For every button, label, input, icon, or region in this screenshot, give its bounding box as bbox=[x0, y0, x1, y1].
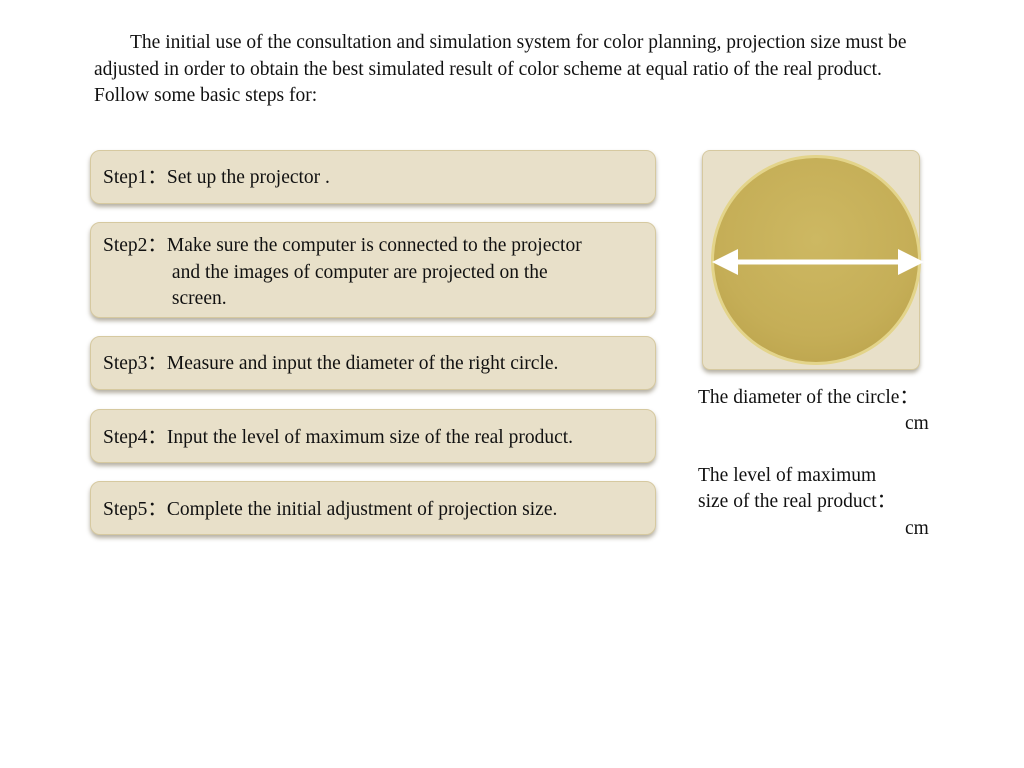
step-text: Input the level of maximum size of the r… bbox=[166, 427, 574, 448]
max-size-unit: cm bbox=[905, 518, 929, 539]
diameter-label: The diameter of the circle： bbox=[698, 387, 919, 408]
step-5-box: Step5： Complete the initial adjustment o… bbox=[90, 481, 656, 535]
step-text: Set up the projector . bbox=[166, 167, 330, 188]
diameter-unit: cm bbox=[905, 413, 929, 434]
step-label: Step4： bbox=[103, 427, 167, 448]
step-label: Step2： bbox=[103, 235, 167, 256]
intro-text: The initial use of the consultation and … bbox=[94, 30, 914, 110]
step-label: Step1： bbox=[103, 167, 167, 188]
step-2-box: Step2： Make sure the computer is connect… bbox=[90, 222, 656, 318]
step-4-box: Step4： Input the level of maximum size o… bbox=[90, 409, 656, 463]
step-1-box: Step1： Set up the projector . bbox=[90, 150, 656, 204]
step-text-line: Make sure the computer is connected to t… bbox=[166, 235, 582, 256]
step-3-box: Step3： Measure and input the diameter of… bbox=[90, 336, 656, 390]
max-size-label-line-2: size of the real product： bbox=[698, 491, 897, 512]
double-headed-arrow-icon bbox=[712, 249, 924, 275]
max-size-label-line-1: The level of maximum bbox=[698, 465, 877, 486]
step-text: Make sure the computer is connected to t… bbox=[167, 233, 637, 313]
step-label: Step5： bbox=[103, 499, 167, 520]
step-text: Measure and input the diameter of the ri… bbox=[166, 353, 559, 374]
step-text-line: and the images of computer are projected… bbox=[171, 261, 548, 283]
step-label: Step3： bbox=[103, 353, 167, 374]
intro-follow: Follow some basic steps for: bbox=[94, 85, 318, 106]
intro-paragraph: The initial use of the consultation and … bbox=[94, 32, 907, 80]
step-text-line: screen. bbox=[171, 288, 227, 309]
step-text: Complete the initial adjustment of proje… bbox=[166, 499, 558, 520]
